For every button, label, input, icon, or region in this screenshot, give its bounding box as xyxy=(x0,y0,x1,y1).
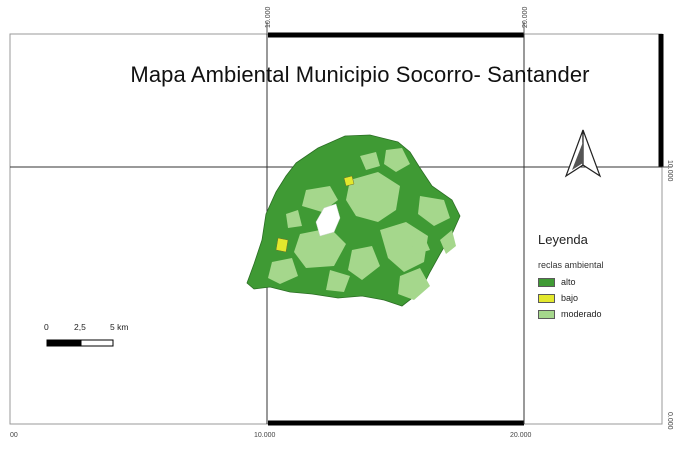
grid-label-top-1: 10.000 xyxy=(265,6,272,28)
grid-label-bottom-left: 00 xyxy=(10,432,18,439)
legend-heading: Leyenda xyxy=(538,232,588,247)
legend-swatch-alto xyxy=(538,277,555,287)
map-title: Mapa Ambiental Municipio Socorro- Santan… xyxy=(130,62,590,87)
scale-bar-graphic xyxy=(46,339,114,347)
legend-item-alto: alto xyxy=(538,274,648,290)
legend-swatch-moderado xyxy=(538,309,555,319)
legend-label-alto: alto xyxy=(561,277,576,287)
legend-swatch-bajo xyxy=(538,293,555,303)
scale-bar-labels: 0 2,5 5 km xyxy=(40,322,140,334)
legend: Leyenda reclas ambiental alto bajo moder… xyxy=(538,232,648,322)
grid-label-right-2: 0.000 xyxy=(666,412,673,430)
water-body xyxy=(315,203,341,237)
zone-moderado xyxy=(268,148,456,300)
north-arrow-icon xyxy=(564,129,602,178)
scale-label-0: 0 xyxy=(44,322,49,332)
scale-label-2-5: 2,5 xyxy=(74,322,86,332)
grid-label-bottom-2: 20.000 xyxy=(510,432,532,439)
grid-label-bottom-1: 10.000 xyxy=(254,432,276,439)
legend-item-moderado: moderado xyxy=(538,306,648,322)
zone-bajo xyxy=(275,175,355,253)
legend-label-bajo: bajo xyxy=(561,293,579,303)
grid-label-right-1: 10.000 xyxy=(666,160,673,182)
legend-subtitle: reclas ambiental xyxy=(538,260,604,270)
legend-label-moderado: moderado xyxy=(561,309,602,319)
scale-bar: 0 2,5 5 km xyxy=(40,322,140,352)
grid-label-top-2: 20.000 xyxy=(522,6,529,28)
legend-item-bajo: bajo xyxy=(538,290,648,306)
municipality-polygon xyxy=(246,134,461,307)
scale-label-5km: 5 km xyxy=(110,322,129,332)
